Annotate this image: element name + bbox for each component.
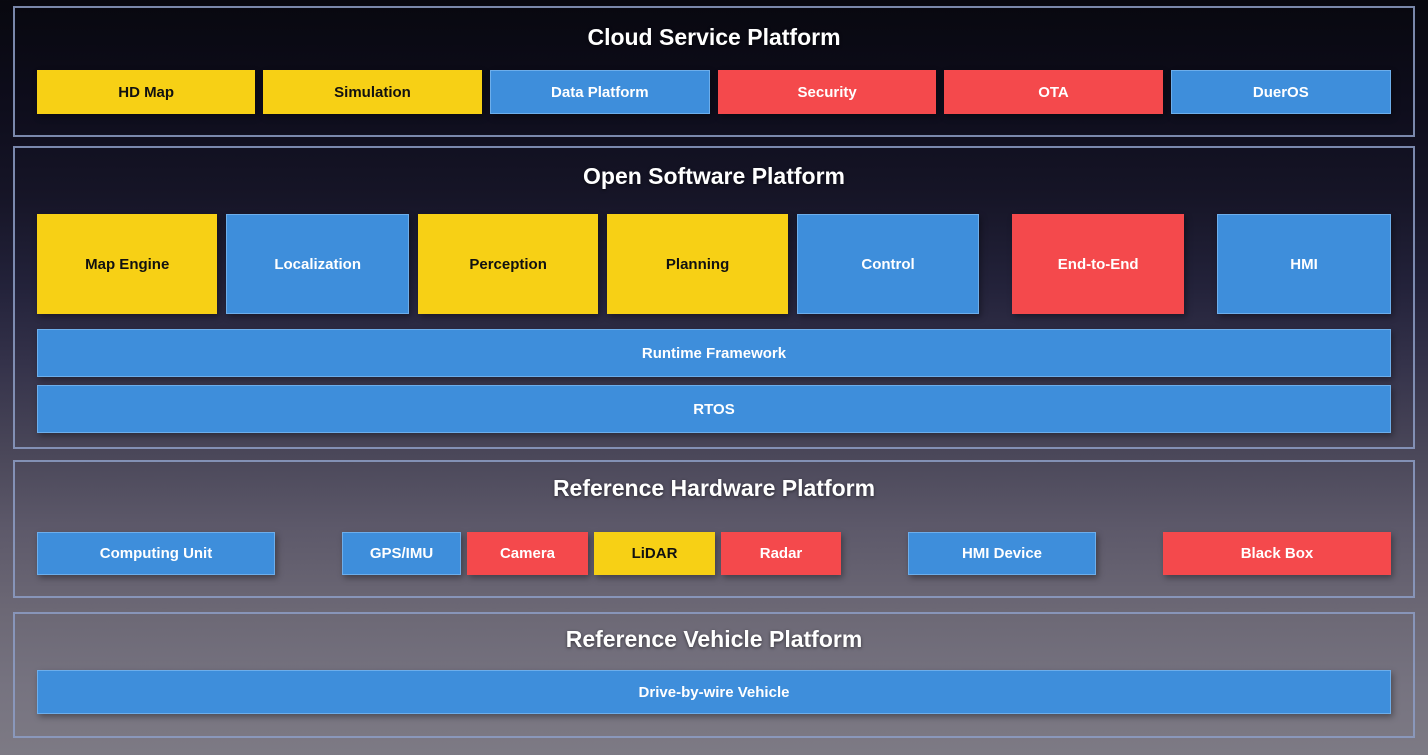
vehicle-section-title: Reference Vehicle Platform [565,626,863,652]
block-data-platform: Data Platform [489,70,710,114]
block-rtos: RTOS [37,385,1391,433]
sensor-group: GPS/IMU Camera LiDAR Radar [342,532,841,575]
block-map-engine: Map Engine [37,214,218,314]
reference-vehicle-platform-section: Reference Vehicle Platform Drive-by-wire… [13,612,1415,738]
block-drive-by-wire-vehicle: Drive-by-wire Vehicle [37,670,1391,714]
cloud-boxes-row: HD Map Simulation Data Platform Security… [37,70,1391,114]
software-modules-row: Map Engine Localization Perception Plann… [37,214,1391,314]
block-hd-map: HD Map [37,70,256,114]
block-hmi: HMI [1217,214,1391,314]
reference-hardware-platform-section: Reference Hardware Platform Computing Un… [13,460,1415,598]
block-black-box: Black Box [1163,532,1391,575]
block-lidar: LiDAR [594,532,715,575]
block-computing-unit: Computing Unit [37,532,275,575]
block-planning: Planning [607,214,788,314]
open-software-platform-section: Open Software Platform Map Engine Locali… [13,146,1415,449]
apollo-architecture-diagram: Cloud Service Platform HD Map Simulation… [0,6,1428,755]
block-camera: Camera [467,532,588,575]
block-security: Security [717,70,937,114]
hardware-section-title: Reference Hardware Platform [552,475,876,501]
block-ota: OTA [944,70,1163,114]
block-localization: Localization [226,214,409,314]
hardware-boxes-row: Computing Unit GPS/IMU Camera LiDAR Rada… [37,532,1391,575]
block-radar: Radar [721,532,841,575]
cloud-section-title: Cloud Service Platform [587,24,841,50]
block-control: Control [796,214,980,314]
block-end-to-end: End-to-End [1012,214,1185,314]
software-section-title: Open Software Platform [583,163,845,189]
block-simulation: Simulation [263,70,482,114]
cloud-service-platform-section: Cloud Service Platform HD Map Simulation… [13,6,1415,137]
block-dueros: DuerOS [1170,70,1391,114]
block-perception: Perception [417,214,599,314]
block-runtime-framework: Runtime Framework [37,329,1391,377]
block-gps-imu: GPS/IMU [342,532,461,575]
block-hmi-device: HMI Device [908,532,1096,575]
